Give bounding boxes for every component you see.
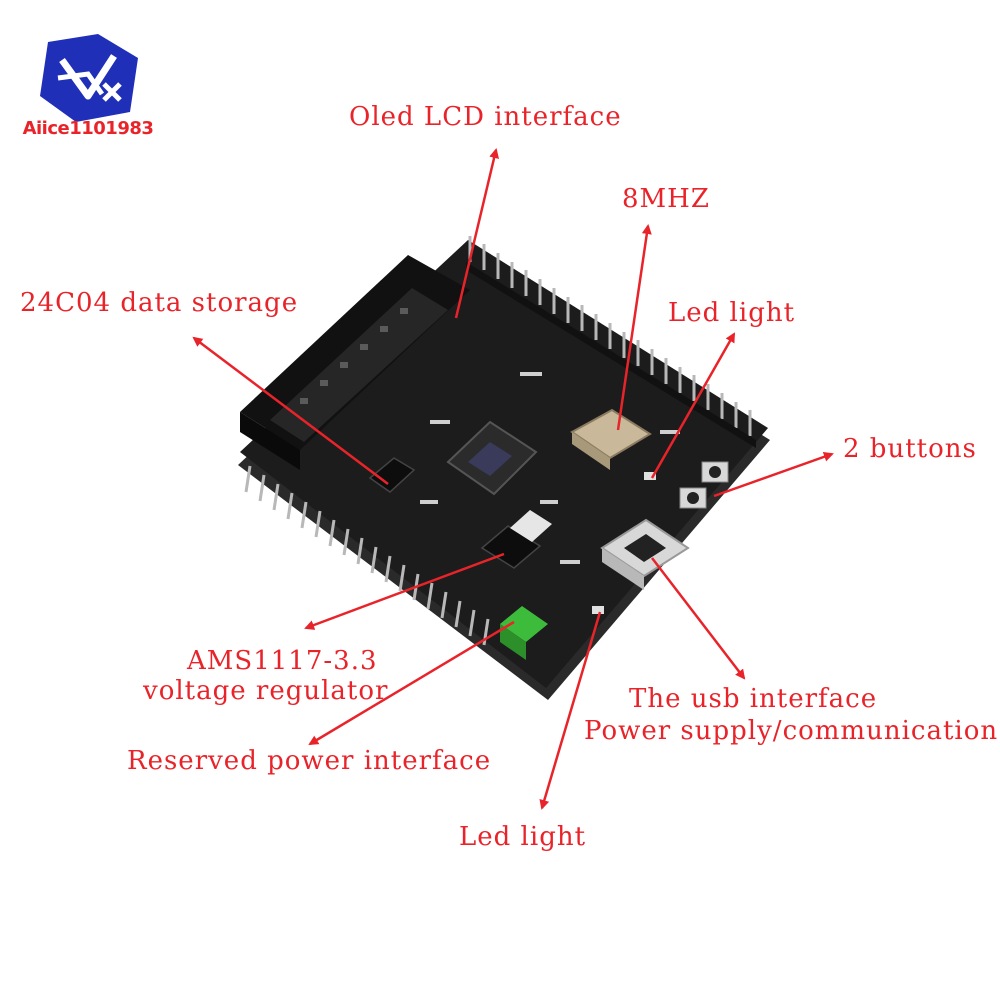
arrow-led-bottom — [539, 611, 602, 810]
power-terminal — [500, 606, 548, 660]
arrow-usb — [651, 557, 746, 680]
regulator-chip — [480, 510, 552, 569]
usb-connector — [600, 518, 690, 590]
annotation-arrows — [192, 148, 834, 810]
led-top — [644, 472, 656, 480]
led-bottom — [592, 606, 604, 614]
brand-logo: Aiice1101983 — [18, 30, 158, 150]
top-right-header-base — [466, 262, 756, 448]
arrow-power — [308, 620, 515, 746]
oled-box-header — [240, 255, 470, 470]
mcu-chip — [446, 420, 538, 496]
arrow-buttons — [713, 451, 834, 498]
label-power-interface: Reserved power interface — [127, 746, 492, 776]
bottom-left-pin-header — [244, 465, 490, 646]
top-right-pin-header — [468, 236, 752, 436]
label-oled-interface: Oled LCD interface — [349, 102, 622, 132]
silkscreen — [420, 372, 680, 564]
label-led-bottom: Led light — [459, 822, 587, 852]
arrow-regulator — [304, 552, 505, 630]
label-usb-line2: Power supply/communication — [584, 716, 999, 746]
eeprom-chip — [368, 457, 416, 493]
arrow-oled — [454, 148, 500, 319]
label-buttons: 2 buttons — [843, 434, 977, 464]
logo-shield-icon — [40, 34, 138, 122]
label-led-top: Led light — [668, 298, 796, 328]
logo-brand-text: Aiice1101983 — [22, 118, 154, 139]
arrow-eeprom — [192, 336, 389, 485]
tactile-buttons — [679, 461, 729, 509]
label-eeprom: 24C04 data storage — [20, 288, 299, 318]
arrow-led-top — [650, 332, 736, 479]
label-usb-line1: The usb interface — [629, 684, 878, 714]
label-crystal: 8MHZ — [622, 184, 710, 214]
label-regulator-line2: voltage regulator — [143, 676, 389, 706]
crystal-8mhz — [570, 408, 652, 470]
label-regulator-line1: AMS1117-3.3 — [187, 646, 378, 676]
arrow-crystal — [616, 224, 652, 431]
